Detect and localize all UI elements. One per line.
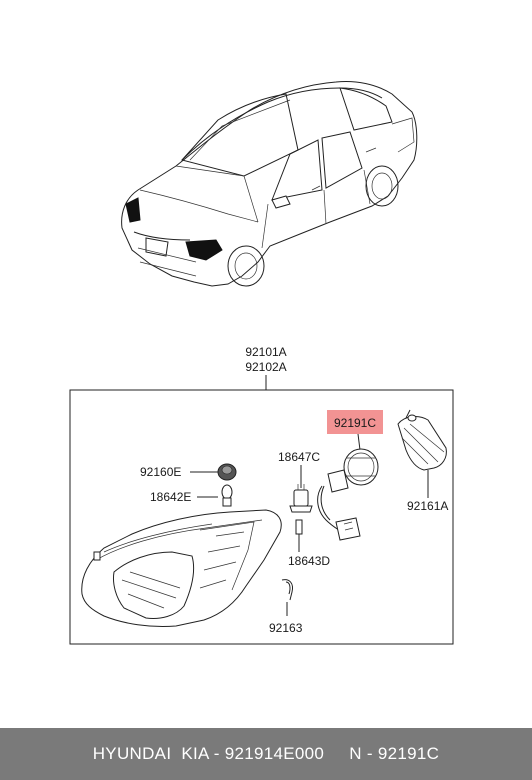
- label-18647c: 18647C: [278, 450, 320, 464]
- label-92163: 92163: [269, 621, 303, 635]
- leader-92191c: [357, 433, 361, 451]
- part-92160e-grommet: [217, 463, 237, 481]
- part-92161a-bracket: [397, 414, 447, 471]
- part-socket-wire: [317, 469, 361, 541]
- part-18643d-bulb: [295, 519, 303, 535]
- highlight-92191c: [327, 410, 383, 434]
- part-headlamp-housing: [81, 509, 282, 627]
- car-illustration: [121, 81, 418, 287]
- label-92102a: 92102A: [245, 360, 286, 374]
- label-92191c: 92191C: [334, 416, 376, 430]
- part-number-footer: HYUNDAI KIA - 921914E000 N - 92191C: [0, 728, 532, 780]
- label-18642e: 18642E: [150, 490, 191, 504]
- label-18643d: 18643D: [288, 554, 330, 568]
- part-18642e-bulb: [221, 484, 233, 507]
- footer-text: HYUNDAI KIA - 921914E000 N - 92191C: [92, 744, 440, 763]
- assembly-frame: [69, 389, 454, 645]
- parts-diagram: 92101A 92102A 92191C 18647C 18643D 92160…: [69, 81, 454, 645]
- housing-tab-icon: [93, 551, 101, 561]
- part-18647c-bulb: [289, 484, 313, 513]
- label-92160e: 92160E: [140, 465, 181, 479]
- leader-92161a-top: [405, 409, 411, 419]
- part-92163-clip: [281, 579, 293, 601]
- label-92101a: 92101A: [245, 345, 286, 359]
- part-92191c-cap: [343, 448, 379, 486]
- label-92161a: 92161A: [407, 499, 448, 513]
